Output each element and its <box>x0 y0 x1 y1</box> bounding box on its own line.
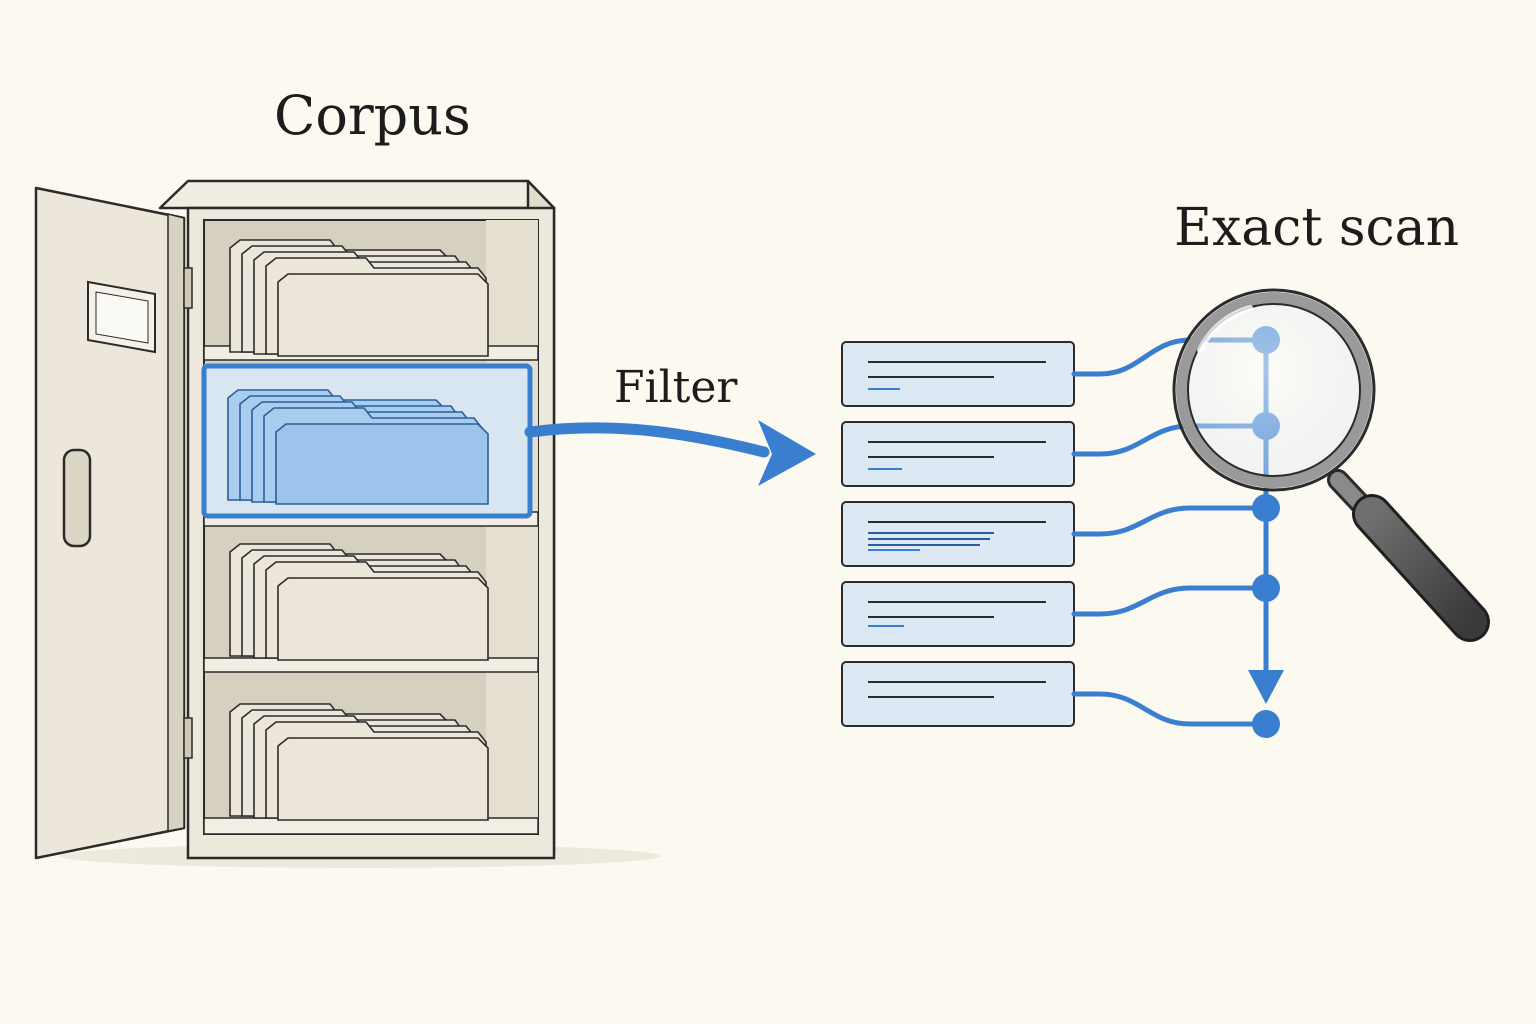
exact-scan-label: Exact scan <box>1174 198 1460 258</box>
corpus-label: Corpus <box>274 84 471 147</box>
record-card <box>841 341 1075 407</box>
cabinet-door <box>34 186 193 860</box>
record-card <box>841 501 1075 567</box>
door-handle <box>62 448 92 548</box>
folder-stack-shelf-4 <box>229 703 489 821</box>
filtered-records <box>841 341 1075 727</box>
filter-label: Filter <box>614 362 738 413</box>
filter-arrow <box>524 420 816 486</box>
highlighted-shelf <box>201 363 533 519</box>
record-card <box>841 661 1075 727</box>
filing-cabinet-icon <box>34 179 660 868</box>
folder-stack-shelf-3 <box>229 543 489 661</box>
record-card <box>841 581 1075 647</box>
record-card <box>841 421 1075 487</box>
magnifying-glass-icon <box>1172 288 1490 642</box>
folder-stack-shelf-1 <box>229 239 489 357</box>
scan-direction-arrow <box>1248 670 1284 704</box>
